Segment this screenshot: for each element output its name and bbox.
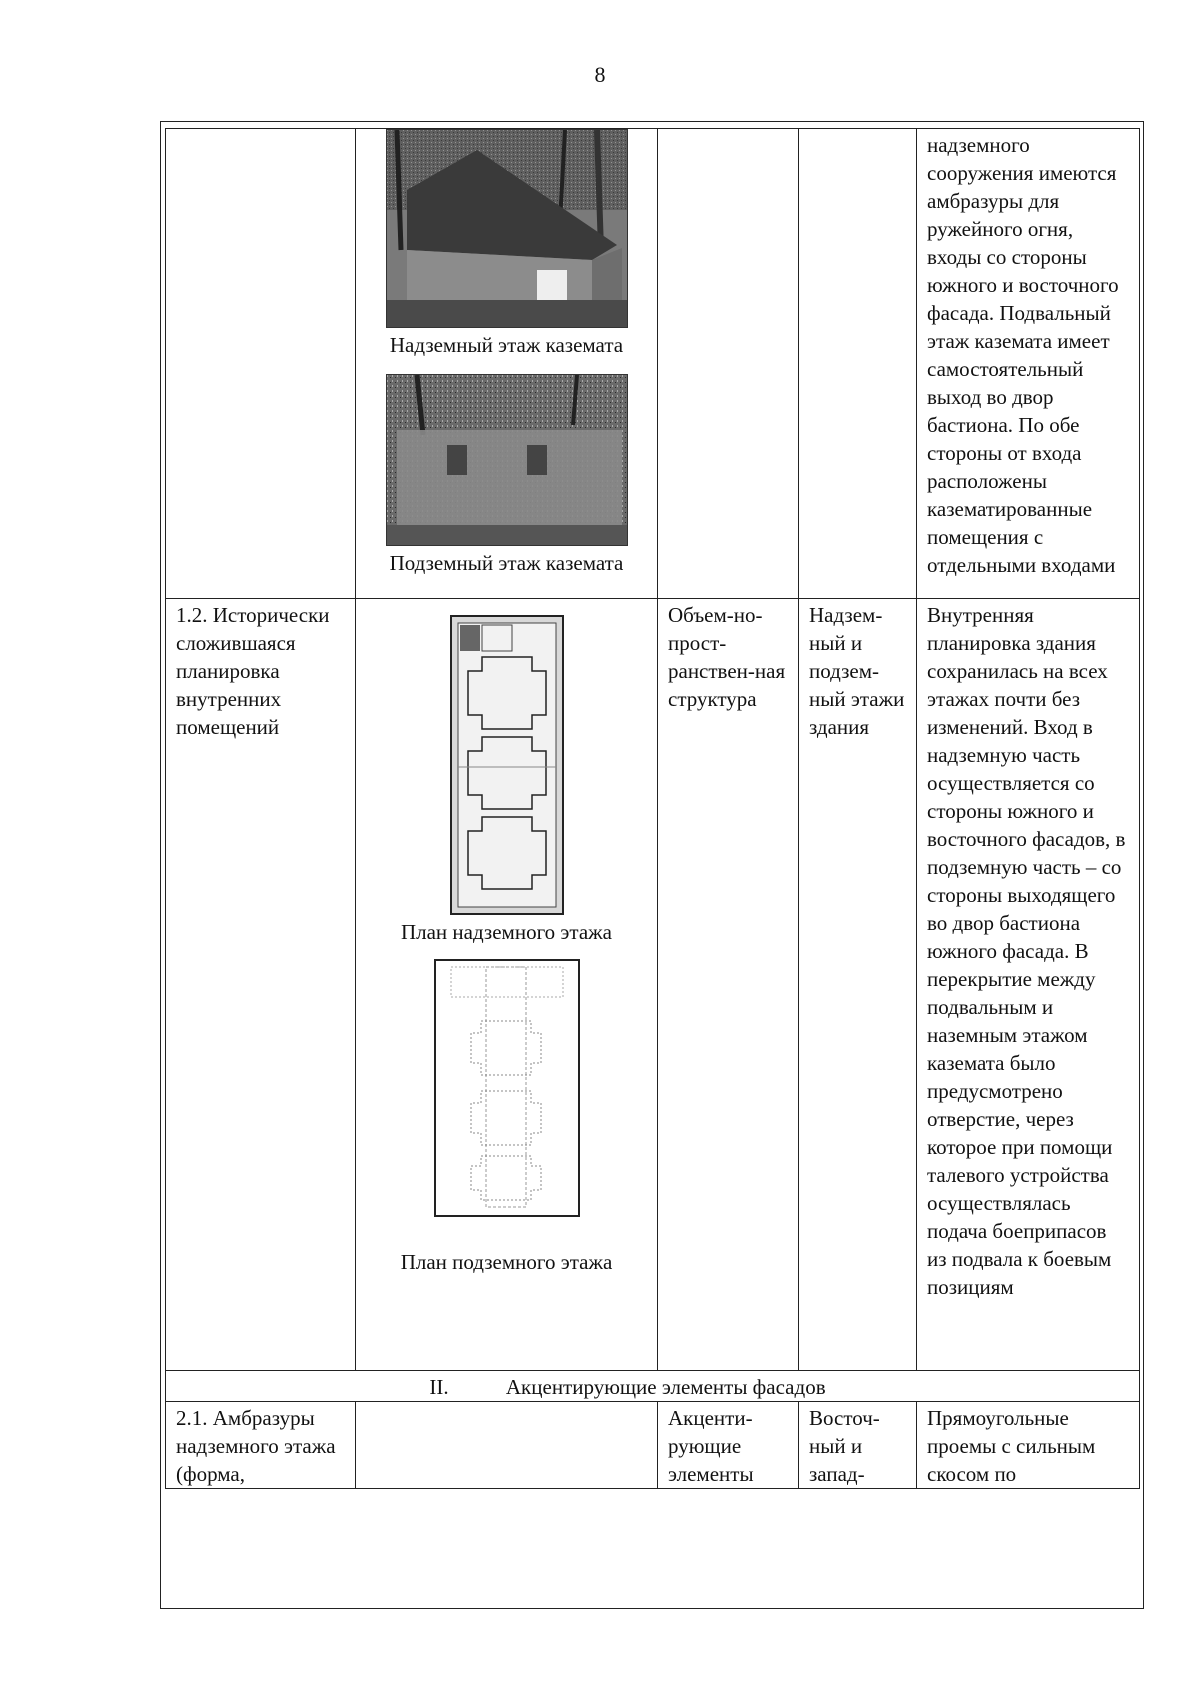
section-row-2: II. Акцентирующие элементы фасадов (165, 1370, 1140, 1402)
caption-plan-underground: План подземного этажа (400, 1250, 613, 1274)
cell-description: надземного сооружения имеются амбразуры … (916, 128, 1140, 599)
caption-plan-above-ground: План надземного этажа (400, 920, 613, 944)
cell-category: Акценти-рующие элементы (657, 1401, 799, 1489)
cell-empty (355, 1401, 658, 1489)
cell-description: Прямоугольные проемы с сильным скосом по (916, 1401, 1140, 1489)
plan-underground-floor (433, 959, 580, 1217)
cell-description: Внутренняя планировка здания сохранилась… (916, 598, 1140, 1371)
cell-empty (657, 128, 799, 599)
cell-category: Объем-но-прост-ранствен-ная структура (657, 598, 799, 1371)
photo-above-ground-casemate (385, 129, 628, 328)
protected-elements-table: Надземный этаж каземата Подземный этаж к… (165, 128, 1140, 1489)
table-row-continued: Надземный этаж каземата Подземный этаж к… (165, 128, 1140, 599)
caption-underground-casemate: Подземный этаж каземата (389, 551, 624, 575)
table-frame (160, 121, 1144, 1609)
caption-above-ground-casemate: Надземный этаж каземата (389, 333, 624, 357)
cell-element-name: 2.1. Амбразуры надземного этажа (форма, (165, 1401, 356, 1489)
page-number: 8 (594, 62, 606, 87)
section-title: Акцентирующие элементы фасадов (505, 1375, 826, 1399)
plan-above-ground-floor (449, 615, 564, 915)
table-row-1-2: 1.2. Исторически сложившаяся планировка … (165, 598, 1140, 1371)
cell-empty (165, 128, 356, 599)
cell-element-name: 1.2. Исторически сложившаяся планировка … (165, 598, 356, 1371)
cell-photos: Надземный этаж каземата Подземный этаж к… (355, 128, 658, 599)
table-row-2-1: 2.1. Амбразуры надземного этажа (форма, … (165, 1401, 1140, 1489)
section-number: II. (429, 1375, 449, 1399)
cell-location: Восточ-ный и запад- (798, 1401, 917, 1489)
photo-underground-casemate (385, 374, 628, 546)
cell-empty (798, 128, 917, 599)
section-heading: II. Акцентирующие элементы фасадов (165, 1370, 1140, 1402)
cell-plans: План надземного этажа План подземного эт… (355, 598, 658, 1371)
cell-location: Надзем-ный и подзем-ный этажи здания (798, 598, 917, 1371)
